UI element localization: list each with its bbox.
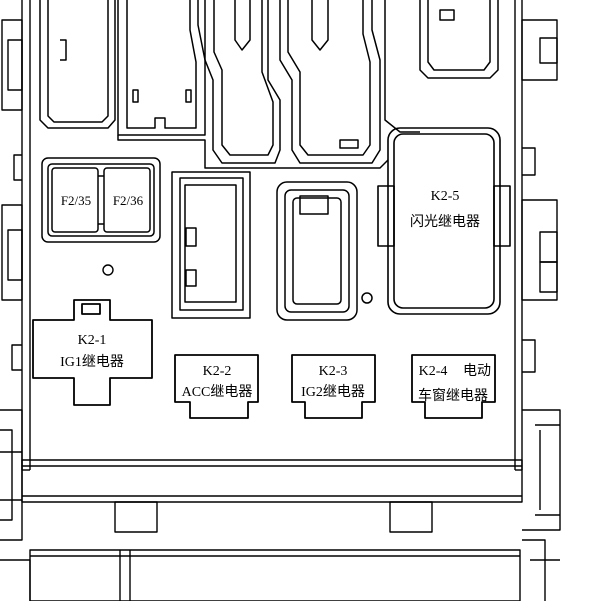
relay-k2-5: K2-5 闪光继电器 bbox=[410, 189, 480, 230]
relay-name-k2-5: 闪光继电器 bbox=[410, 214, 480, 230]
fuse-label-f2-35: F2/35 bbox=[61, 193, 91, 208]
housing-outline bbox=[1, 0, 558, 470]
relay-name2-k2-4: 车窗继电器 bbox=[418, 387, 488, 404]
mount-hole-left bbox=[102, 264, 114, 276]
k2-5-outline bbox=[377, 127, 511, 315]
base-rails bbox=[0, 409, 561, 602]
k2-4-outline bbox=[411, 354, 496, 419]
relay-name-k2-3: IG2继电器 bbox=[301, 384, 365, 400]
relay-code-k2-3: K2-3 bbox=[319, 364, 348, 379]
k2-1-outline bbox=[32, 299, 153, 406]
relay-code-k2-4: K2-4 bbox=[419, 364, 448, 379]
center-cavity bbox=[276, 181, 373, 321]
fuse-label-f2-36: F2/36 bbox=[113, 193, 144, 208]
fuse-holder bbox=[41, 157, 161, 243]
top-cavities bbox=[39, 0, 499, 169]
relay-name-k2-4: 电动 bbox=[463, 363, 491, 379]
relay-name-k2-1: IG1继电器 bbox=[60, 354, 124, 370]
relay-code-k2-1: K2-1 bbox=[78, 333, 107, 348]
k2-3-outline bbox=[291, 354, 376, 419]
relay-code-k2-5: K2-5 bbox=[431, 189, 460, 204]
relay-name-k2-2: ACC继电器 bbox=[182, 384, 253, 400]
k2-2-outline bbox=[174, 354, 259, 419]
relay-code-k2-2: K2-2 bbox=[203, 364, 232, 379]
relay-k2-3: K2-3 IG2继电器 bbox=[301, 364, 365, 400]
fuse-labels: F2/35 F2/36 bbox=[61, 193, 144, 208]
relay-k2-1: K2-1 IG1继电器 bbox=[60, 333, 124, 370]
relay-k2-2: K2-2 ACC继电器 bbox=[182, 364, 253, 400]
relay-k2-4: K2-4 电动 车窗继电器 bbox=[418, 363, 491, 404]
middle-connector bbox=[171, 171, 251, 319]
